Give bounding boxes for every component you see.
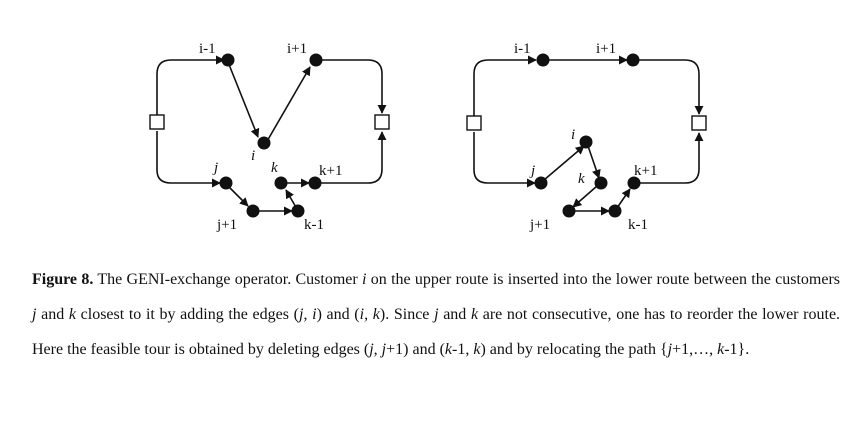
caption-var-j: j [381,341,387,358]
caption-text-0: The GENI-exchange operator. Customer [93,271,363,288]
right-edge-k-minus-1-to-k-plus-1 [616,188,631,209]
right-label-k: k [578,171,585,187]
left-node-k-plus-1 [308,176,322,190]
caption-text-2: on the upper route is inserted into the … [366,271,841,288]
caption-var-j: j [369,341,374,358]
right-node-i-minus-1 [536,53,550,67]
geni-exchange-diagram: i-1 i+1 i j k k+1 j+1 k-1 i-1 i+ [149,41,707,233]
right-label-k-plus-1: k+1 [634,163,657,179]
caption-text-10: ) and ( [316,306,360,323]
right-node-k [594,176,608,190]
caption-text-6: closest to it by adding the edges ( [75,306,299,323]
caption-text-22: +1) and ( [386,341,445,358]
right-node-i-plus-1 [626,53,640,67]
right-label-i-plus-1: i+1 [596,41,616,57]
left-node-i-plus-1 [309,53,323,67]
left-edge-j-to-j-plus-1 [226,184,249,207]
right-node-k-plus-1 [627,176,641,190]
left-edge-depot-to-i-minus-1 [156,55,225,115]
left-label-j: j [212,160,218,176]
right-label-i: i [571,127,575,143]
left-panel [156,55,387,216]
left-node-i [257,136,271,150]
right-depot-west [466,115,482,131]
left-node-j-plus-1 [246,204,260,218]
left-node-i-minus-1 [221,53,235,67]
right-label-j-plus-1: j+1 [529,217,550,233]
caption-var-j: j [434,306,439,323]
left-node-j [219,176,233,190]
left-label-k-minus-1: k-1 [304,217,324,233]
right-label-i-minus-1: i-1 [514,41,531,57]
caption-var-k: k [470,306,479,323]
caption-paragraph: Figure 8. The GENI-exchange operator. Cu… [32,262,840,367]
left-edge-i-to-i-plus-1 [265,66,311,144]
left-label-i: i [251,148,255,164]
caption-text-26: ) and by relocating the path { [480,341,668,358]
caption-var-i: i [312,306,317,323]
right-node-j-plus-1 [562,204,576,218]
right-edge-j-to-i [543,145,585,181]
caption-text-28: +1,…, [672,341,718,358]
caption-text-8: , [303,306,313,323]
caption-var-k: k [372,306,380,323]
left-edge-depot-to-j [156,131,221,188]
left-label-i-plus-1: i+1 [287,41,307,57]
right-edge-i-to-k [587,145,601,179]
right-edge-k-plus-1-to-depot [635,132,704,184]
caption-var-k: k [444,341,453,358]
right-node-i [579,135,593,149]
caption-var-i: i [359,306,365,323]
right-labels: i-1 i+1 i j k k+1 j+1 k-1 [514,41,657,233]
right-edge-depot-to-i-minus-1 [473,55,537,116]
right-node-j [534,176,548,190]
left-node-k [274,176,288,190]
caption-text-24: -1, [452,341,474,358]
left-edge-i-minus-1-to-i [227,61,260,138]
caption-var-j: j [667,341,673,358]
left-edge-i-plus-1-to-depot [318,59,387,114]
caption-text-12: , [364,306,373,323]
left-edge-k-plus-1-to-depot [315,131,387,184]
caption-var-k: k [473,341,481,358]
caption-var-i: i [362,271,367,288]
left-depot-west [149,114,165,130]
right-label-j: j [529,163,535,179]
left-node-k-minus-1 [291,204,305,218]
right-depot-east [691,115,707,131]
caption-text-30: -1}. [724,341,750,358]
caption-text-16: and [438,306,471,323]
left-depot-east [374,114,390,130]
left-labels: i-1 i+1 i j k k+1 j+1 k-1 [199,41,342,233]
right-label-k-minus-1: k-1 [628,217,648,233]
caption-text-18: are not consecutive, one has to reorder … [32,306,841,358]
left-label-k: k [271,160,278,176]
caption-var-k: k [68,306,76,323]
left-label-k-plus-1: k+1 [319,163,342,179]
right-panel [473,55,704,216]
caption-text-14: ). Since [379,306,435,323]
caption-text-20: , [373,341,382,358]
figure-caption: Figure 8. The GENI-exchange operator. Cu… [32,262,840,367]
right-nodes [466,53,707,218]
left-label-j-plus-1: j+1 [216,217,237,233]
caption-var-k: k [717,341,725,358]
caption-var-j: j [32,306,37,323]
right-edge-k-to-j-plus-1 [572,185,598,208]
right-node-k-minus-1 [608,204,622,218]
left-nodes [149,53,390,218]
figure-label: Figure 8. [32,271,94,288]
right-edge-i-plus-1-to-depot [633,59,704,115]
caption-text-4: and [36,306,69,323]
right-edge-depot-to-j [473,132,536,188]
caption-var-j: j [298,306,304,323]
left-label-i-minus-1: i-1 [199,41,216,57]
